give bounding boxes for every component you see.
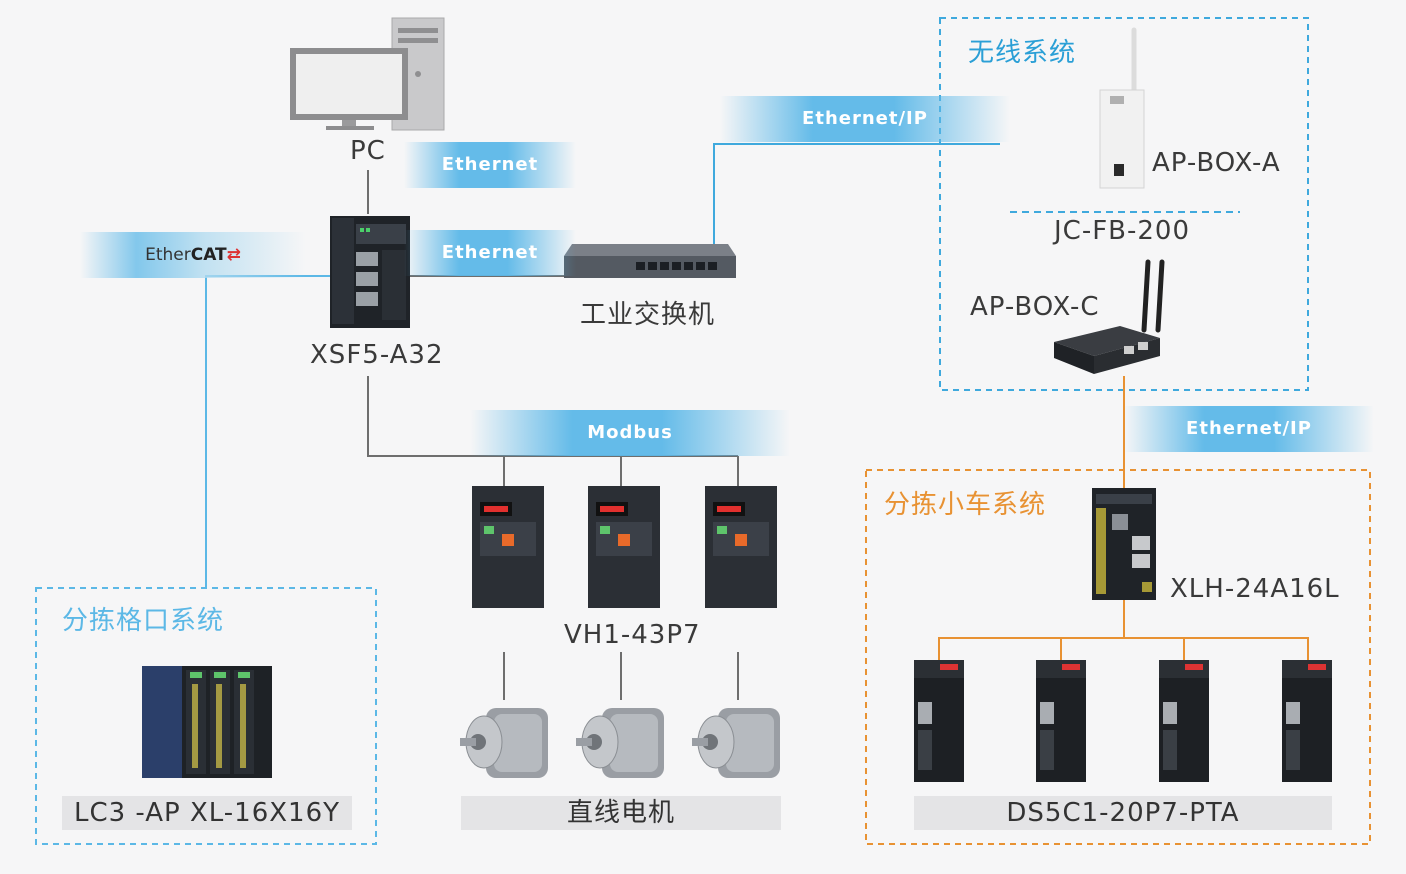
servo-icon-1 (914, 660, 964, 782)
servo-icon-3 (1159, 660, 1209, 782)
motor-icon-1 (460, 708, 548, 778)
ethernet-switch-band: Ethernet (404, 230, 576, 276)
ethercat-logo-prefix: Ether (145, 245, 191, 265)
ethercat-logo-bold: CAT (190, 245, 227, 265)
switch-icon (564, 244, 736, 278)
sort-grid-group-title: 分拣格口系统 (62, 606, 225, 636)
pc-icon (290, 17, 445, 131)
motor-icon-3 (692, 708, 780, 778)
jc-fb-label: JC-FB-200 (1054, 216, 1191, 246)
ethernet-pc-band: Ethernet (404, 142, 576, 188)
controller-label: XSF5-A32 (310, 340, 444, 370)
motor-icon-2 (576, 708, 664, 778)
switch-wireless-link (713, 143, 1000, 244)
ethercat-link (205, 275, 330, 588)
plc-car-label: XLH-24A16L (1170, 574, 1340, 604)
ap-box-a-icon (1099, 27, 1145, 189)
io-module-plate: LC3 -AP XL-16X16Y (62, 796, 352, 830)
vfd-icon-2 (588, 486, 660, 608)
modbus-bus (367, 376, 738, 457)
pc-label: PC (350, 136, 386, 166)
servo-bus (938, 637, 1309, 660)
servo-plate: DS5C1-20P7-PTA (914, 796, 1332, 830)
ap-box-a-label: AP-BOX-A (1152, 148, 1281, 178)
ethernet-ip-top-band: Ethernet/IP (720, 96, 1010, 142)
ap-box-c-label: AP-BOX-C (970, 292, 1100, 322)
ethercat-arrow-icon: ⇄ (226, 245, 241, 265)
switch-label: 工业交换机 (580, 300, 716, 330)
vfd-label: VH1-43P7 (564, 620, 701, 650)
vfd-icon-3 (705, 486, 777, 608)
modbus-band: Modbus (470, 410, 790, 456)
ethernet-ip-right-band: Ethernet/IP (1124, 406, 1374, 452)
controller-icon (330, 216, 410, 328)
servo-icon-2 (1036, 660, 1086, 782)
wireless-group-title: 无线系统 (968, 38, 1077, 68)
plc-car-icon (1092, 488, 1156, 600)
ap-box-c-icon (1054, 259, 1165, 374)
ethercat-band: EtherCAT⇄ (80, 232, 306, 278)
servo-icon-4 (1282, 660, 1332, 782)
vfd-icon-1 (472, 486, 544, 608)
motor-plate: 直线电机 (461, 796, 781, 830)
sort-car-group-title: 分拣小车系统 (884, 490, 1047, 520)
io-module-icon (142, 666, 272, 778)
